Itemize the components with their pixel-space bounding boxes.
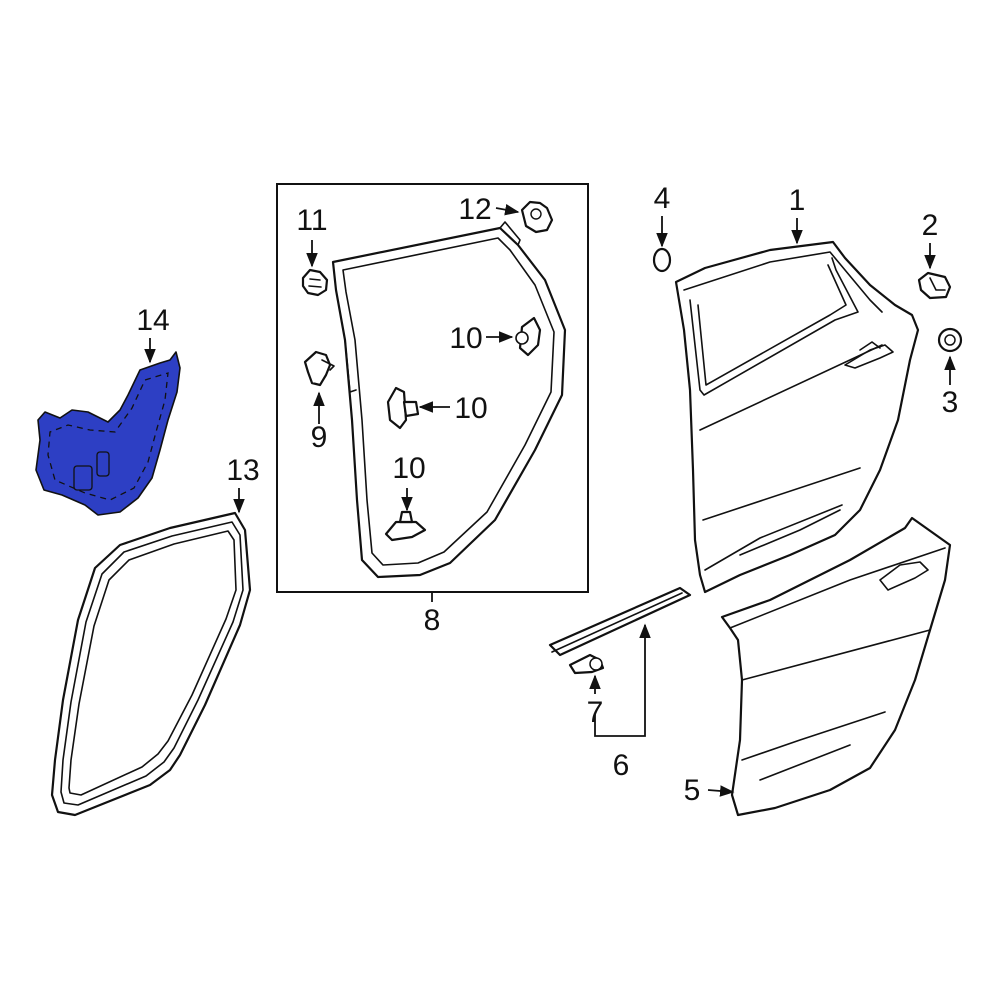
part-10-clip-middle[interactable] (386, 386, 420, 430)
part-14-water-shield[interactable] (35, 351, 181, 516)
part-3-grommet[interactable] (937, 327, 963, 353)
callout-13: 13 (226, 454, 259, 487)
part-1-door-shell[interactable] (674, 240, 920, 594)
door-frame-seal[interactable] (331, 221, 567, 579)
callout-9: 9 (311, 421, 328, 454)
callout-6: 6 (613, 749, 630, 782)
callout-5: 5 (684, 774, 701, 807)
callout-2: 2 (922, 209, 939, 242)
part-10-clip-lower[interactable] (384, 510, 427, 542)
callout-11: 11 (296, 204, 327, 237)
part-11-clip[interactable] (301, 268, 329, 297)
part-6-molding[interactable] (548, 586, 692, 657)
callout-1: 1 (789, 184, 806, 217)
part-5-door-panel[interactable] (720, 516, 952, 817)
callout-7: 7 (587, 696, 604, 729)
callout-10-lower: 10 (392, 452, 425, 485)
callout-10-upper: 10 (449, 322, 482, 355)
part-12-clip[interactable] (520, 200, 554, 234)
leader-lines (144, 204, 956, 797)
part-13-weatherstrip[interactable] (50, 511, 252, 817)
callout-12: 12 (458, 193, 491, 226)
callout-4: 4 (654, 182, 671, 215)
callout-3: 3 (942, 386, 959, 419)
group-8-frame (276, 183, 589, 593)
part-7-clip[interactable] (568, 653, 605, 675)
callout-14: 14 (136, 304, 169, 337)
part-2-bumper[interactable] (917, 271, 952, 300)
part-4-plug[interactable] (652, 247, 672, 273)
callout-8: 8 (424, 604, 441, 637)
part-9-clip[interactable] (303, 350, 335, 387)
part-10-clip-upper[interactable] (515, 316, 542, 357)
callout-10-middle: 10 (454, 392, 487, 425)
